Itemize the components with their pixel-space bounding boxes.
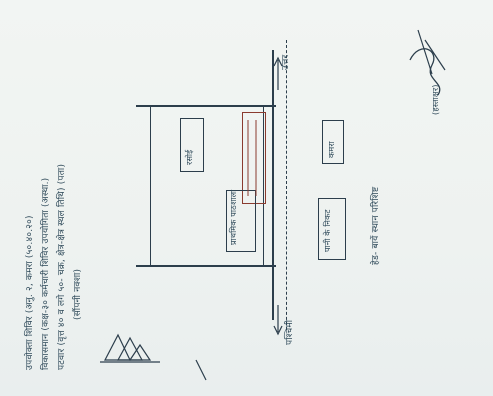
room-box-4 [318,198,346,260]
room-box-1 [180,118,204,172]
annotation-box [242,112,266,204]
room-box-3 [322,120,344,164]
building-bottom-wall [136,265,276,267]
building-top-wall [136,105,276,107]
room-box-2 [226,190,256,252]
signature-label: (हस्ताक्षर) [431,84,440,115]
road-solid-line [272,50,274,320]
road-dashed-line [286,40,287,330]
